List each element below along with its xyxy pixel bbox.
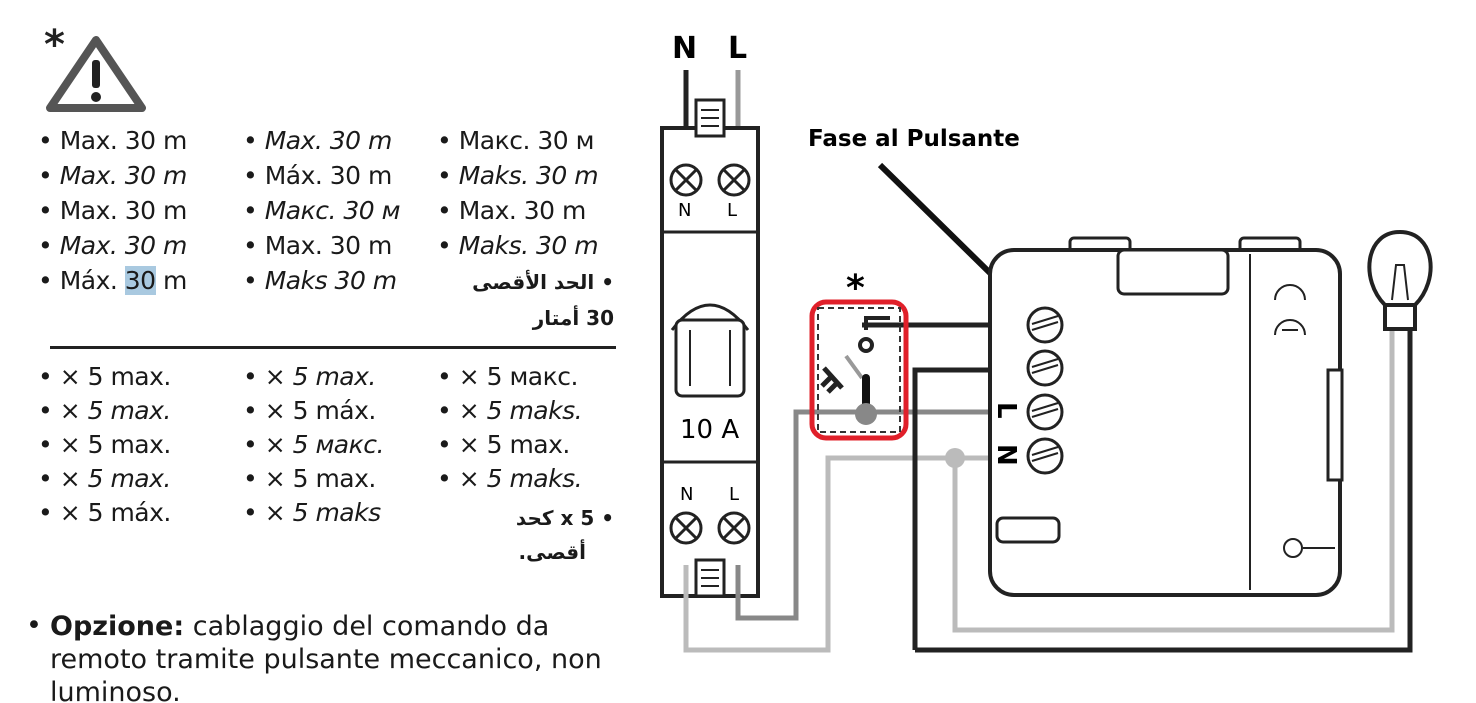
distance-cell: • Maks 30 m <box>243 266 397 295</box>
count-cell: • × 5 max. <box>38 362 171 391</box>
section-divider <box>50 346 616 349</box>
module-n-label: N <box>991 444 1021 466</box>
gear-icon <box>1283 538 1303 558</box>
distance-cell: • Maks. 30 m <box>437 161 599 190</box>
smart-module: L N <box>988 236 1344 597</box>
module-l-label: L <box>991 402 1021 419</box>
breaker-bottom-n: N <box>680 484 693 505</box>
distance-cell: • Max. 30 m <box>243 231 392 260</box>
breaker-top-l: L <box>727 200 737 221</box>
callout-label: Fase al Pulsante <box>808 126 1020 152</box>
distance-arabic-line2: 30 أمتار <box>532 306 614 330</box>
switch-asterisk: * <box>846 268 865 309</box>
selected-text[interactable]: 30 <box>124 266 156 295</box>
distance-cell: • Máx. 30 m <box>243 161 392 190</box>
breaker-top-n: N <box>678 200 691 221</box>
breaker-bottom-l: L <box>729 484 739 505</box>
count-cell: • × 5 maks. <box>437 396 583 425</box>
count-cell: • × 5 max. <box>437 430 570 459</box>
distance-cell: • Max. 30 m <box>38 231 187 260</box>
switch-highlight-frame <box>809 299 909 441</box>
count-cell: • × 5 max. <box>38 464 171 493</box>
light-bulb-icon <box>1367 229 1433 331</box>
count-cell: • × 5 max. <box>243 362 376 391</box>
count-arabic-line2: أقصى. <box>518 540 587 564</box>
warning-asterisk: * <box>44 22 65 68</box>
distance-cell: • Max. 30 m <box>437 196 586 225</box>
count-cell: • × 5 max. <box>38 430 171 459</box>
pushbutton-switch: * <box>809 268 909 441</box>
distance-cell: • Max. 30 m <box>38 196 187 225</box>
distance-cell: • Макс. 30 м <box>243 196 400 225</box>
count-cell: • × 5 макс. <box>437 362 578 391</box>
count-cell: • × 5 max. <box>38 396 171 425</box>
distance-arabic-line1: • الحد الأقصى <box>472 270 614 294</box>
count-cell: • × 5 máx. <box>243 396 376 425</box>
distance-cell: • Max. 30 m <box>38 126 187 155</box>
circuit-breaker: N L 10 A N L <box>660 98 760 598</box>
count-arabic-line1: • 5 x كحد <box>515 506 614 530</box>
option-bullet: • <box>26 610 42 641</box>
distance-cell: • Maks. 30 m <box>437 231 599 260</box>
option-note: Opzione: cablaggio del comando da remoto… <box>50 611 602 703</box>
warning-triangle-icon: * <box>44 22 146 112</box>
count-cell: • × 5 maks. <box>437 464 583 493</box>
count-cell: • × 5 maks <box>243 498 381 527</box>
distance-cell: • Máx. 30 m <box>38 266 187 295</box>
supply-l-label: L <box>728 31 747 66</box>
distance-cell: • Max. 30 m <box>38 161 187 190</box>
count-cell: • × 5 макс. <box>243 430 384 459</box>
supply-n-label: N <box>672 31 697 66</box>
distance-cell: • Max. 30 m <box>243 126 392 155</box>
count-cell: • × 5 max. <box>243 464 376 493</box>
breaker-rating: 10 A <box>680 415 739 445</box>
count-cell: • × 5 máx. <box>38 498 171 527</box>
distance-cell: • Макс. 30 м <box>437 126 594 155</box>
